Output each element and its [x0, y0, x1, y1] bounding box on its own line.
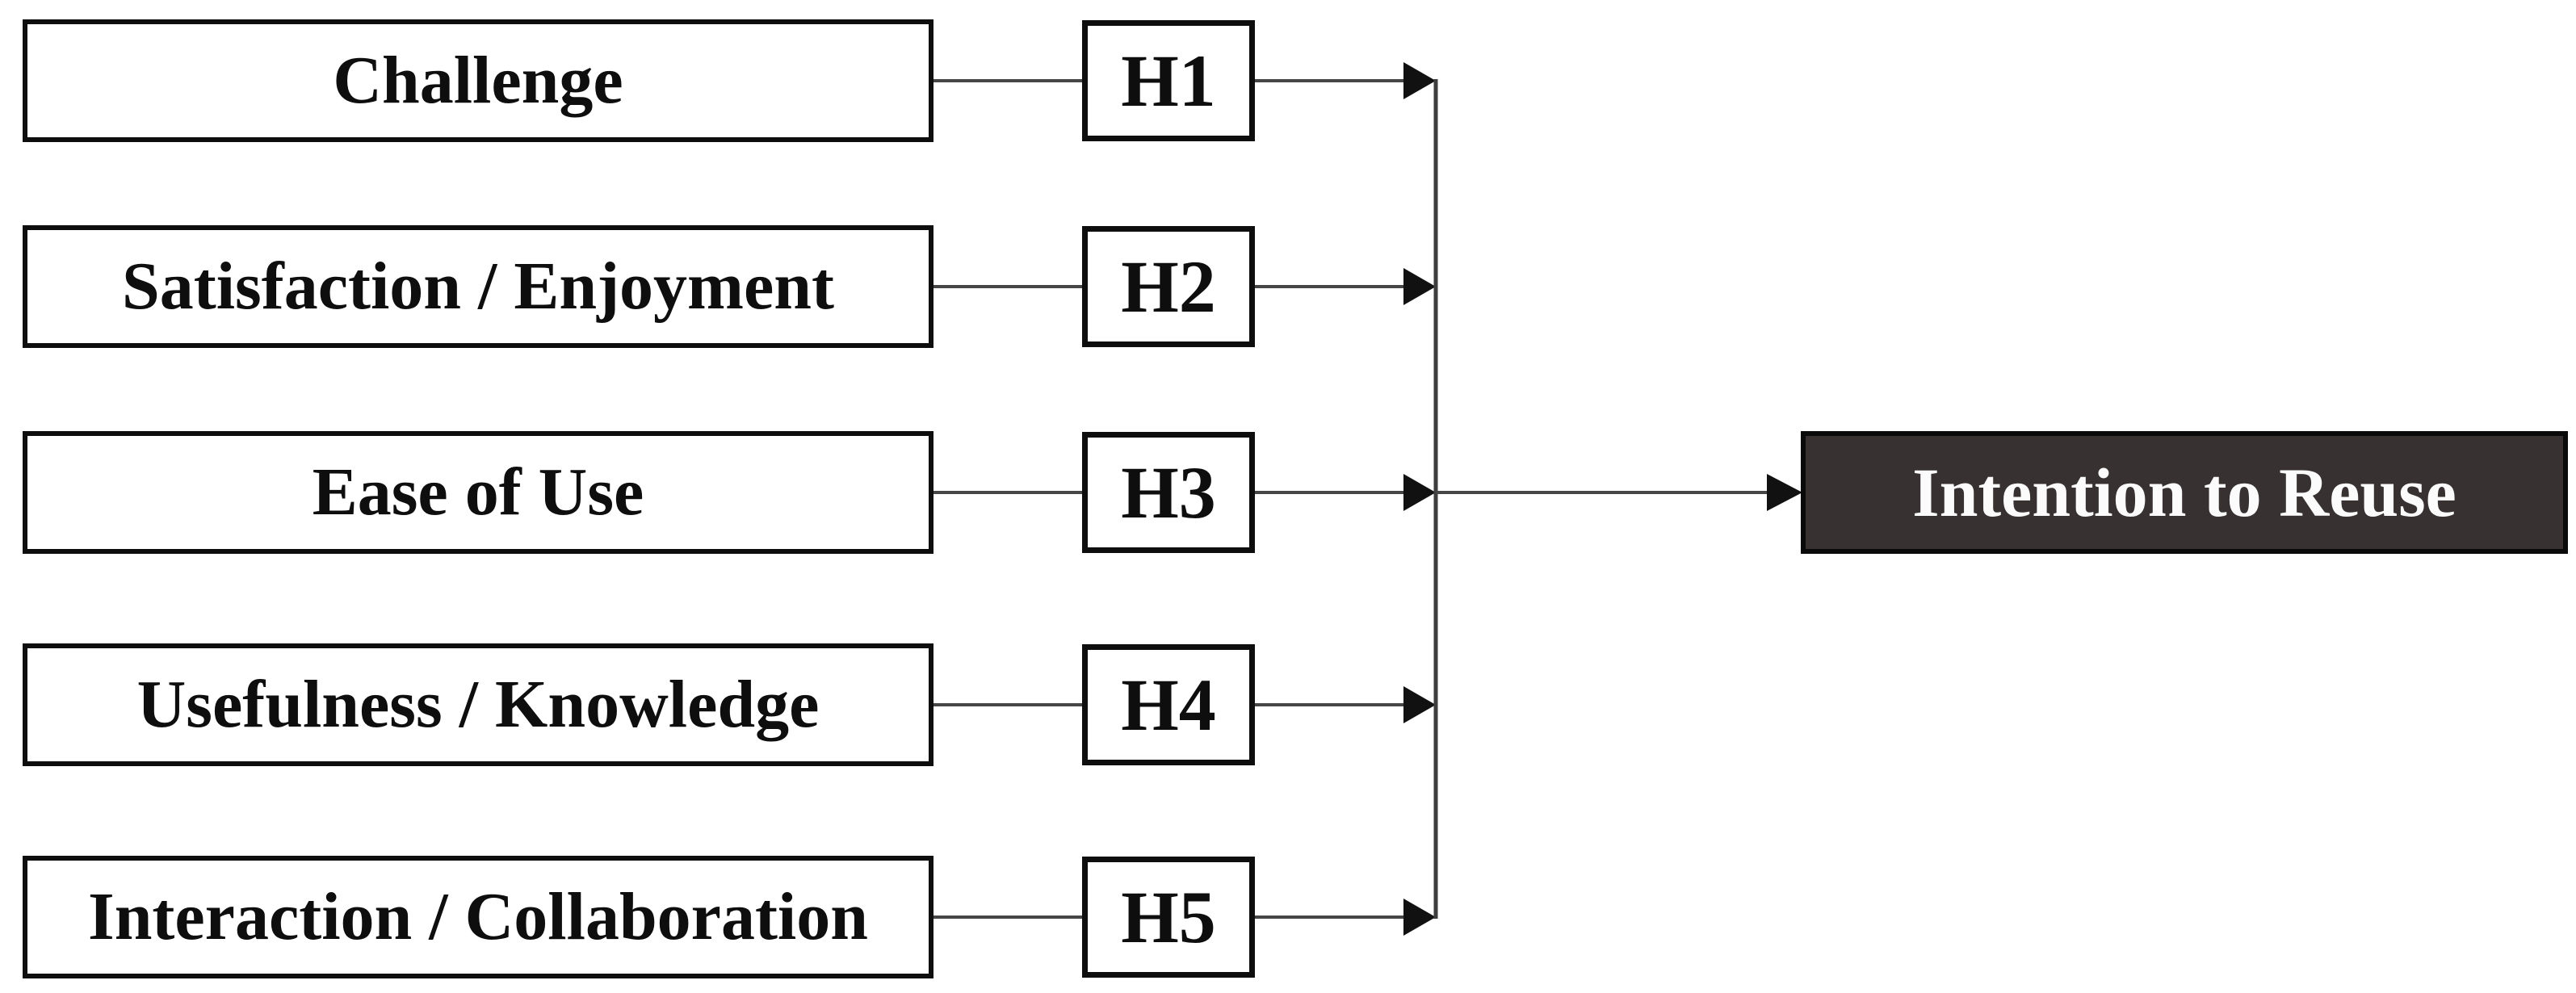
hypothesis-label: H2 [1121, 245, 1216, 328]
hypothesis-label: H4 [1121, 664, 1216, 746]
arrow-h3-to-junction [1250, 474, 1436, 511]
factor-box-usefulness-knowledge: Usefulness / Knowledge [23, 643, 933, 766]
factor-label: Usefulness / Knowledge [136, 667, 820, 742]
hypothesis-box-h1: H1 [1082, 20, 1255, 141]
factor-box-interaction-collaboration: Interaction / Collaboration [23, 856, 933, 978]
factor-label: Ease of Use [312, 455, 644, 530]
factor-label: Challenge [333, 43, 623, 118]
hypothesis-box-h5: H5 [1082, 857, 1255, 978]
hypothesis-box-h3: H3 [1082, 432, 1255, 553]
arrow-h1-to-junction [1250, 62, 1436, 99]
outcome-box-intention-to-reuse: Intention to Reuse [1801, 431, 2568, 554]
arrow-h4-to-junction [1250, 686, 1436, 723]
factor-label: Satisfaction / Enjoyment [122, 249, 834, 324]
factor-box-challenge: Challenge [23, 19, 933, 142]
hypothesis-label: H5 [1121, 876, 1216, 958]
factor-box-satisfaction-enjoyment: Satisfaction / Enjoyment [23, 225, 933, 348]
arrow-h5-to-junction [1250, 899, 1436, 936]
factor-label: Interaction / Collaboration [88, 879, 868, 954]
arrow-junction-to-outcome [1436, 474, 1802, 511]
factor-box-ease-of-use: Ease of Use [23, 431, 933, 554]
hypothesis-box-h4: H4 [1082, 644, 1255, 765]
hypothesis-label: H1 [1121, 40, 1216, 122]
outcome-label: Intention to Reuse [1912, 454, 2456, 531]
hypothesis-box-h2: H2 [1082, 226, 1255, 347]
arrow-h2-to-junction [1250, 268, 1436, 305]
hypothesis-label: H3 [1121, 451, 1216, 534]
